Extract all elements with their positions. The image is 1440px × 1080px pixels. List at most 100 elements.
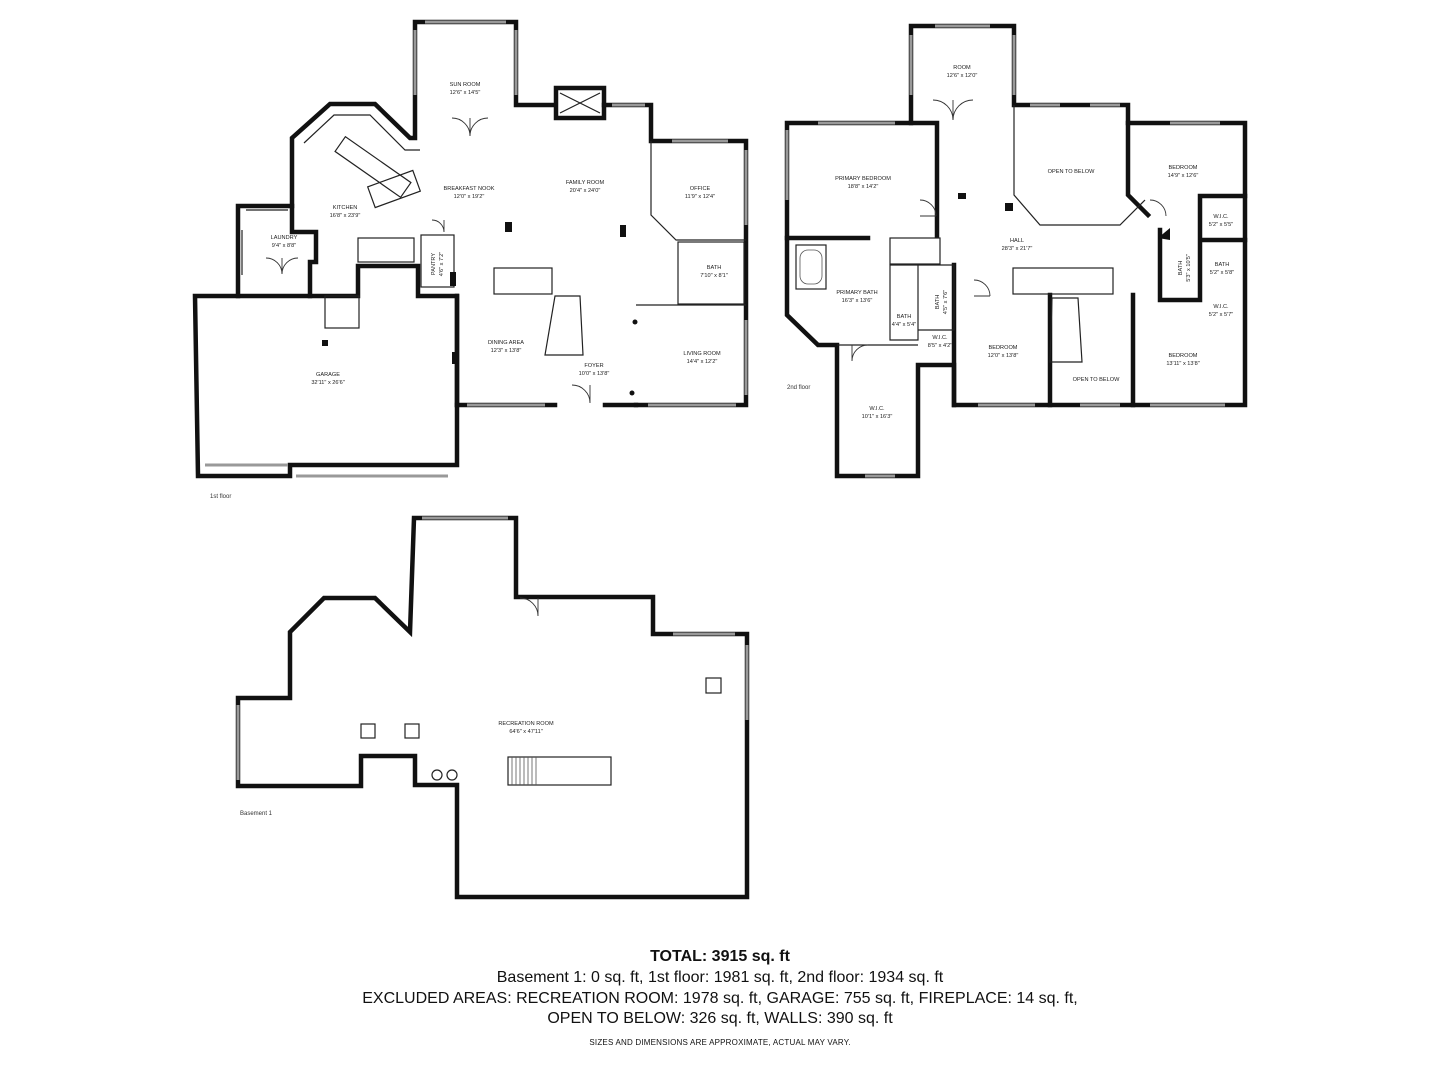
room-name: GARAGE [316, 372, 340, 378]
room-office: OFFICE 11'9" x 12'4" [685, 186, 715, 200]
room-name: LIVING ROOM [683, 351, 721, 357]
room-dimensions: 4'5" x 7'6" [943, 290, 949, 314]
total-area: TOTAL: 3915 sq. ft [650, 948, 790, 965]
room-name: W.I.C. [932, 335, 948, 341]
room-name: PANTRY [431, 253, 437, 275]
room-wic-east: W.I.C. 5'2" x 5'7" [1209, 304, 1233, 318]
room-name: ROOM [953, 65, 971, 71]
room-living-room: LIVING ROOM 14'4" x 12'2" [683, 351, 721, 365]
room-bath-first-floor: BATH 7'10" x 8'1" [700, 265, 728, 279]
room-name: BATH [1178, 261, 1184, 276]
room-dimensions: 32'11" x 26'6" [311, 380, 344, 386]
room-dimensions: 4'4" x 5'4" [892, 322, 916, 328]
floor-label-second: 2nd floor [787, 385, 810, 391]
room-name: BATH [935, 295, 941, 310]
basement-plan [235, 515, 750, 900]
room-dimensions: 10'0" x 13'8" [579, 371, 610, 377]
room-dimensions: 12'0" x 19'2" [454, 194, 485, 200]
first-floor-stairs [324, 237, 584, 356]
room-name: HALL [1010, 238, 1024, 244]
room-wic-northeast: W.I.C. 5'2" x 5'5" [1209, 214, 1233, 228]
room-dimensions: 10'1" x 16'3" [862, 414, 893, 420]
room-dimensions: 28'3" x 21'7" [1002, 246, 1033, 252]
room-bedroom-southeast: BEDROOM 13'11" x 13'8" [1166, 353, 1199, 367]
second-floor-stairs [889, 237, 1114, 363]
room-dimensions: 16'3" x 13'6" [842, 298, 873, 304]
room-dimensions: 64'6" x 47'11" [509, 729, 542, 735]
room-family-room: FAMILY ROOM 20'4" x 24'0" [566, 180, 605, 194]
room-name: W.I.C. [869, 406, 885, 412]
room-name: LAUNDRY [271, 235, 298, 241]
disclaimer: SIZES AND DIMENSIONS ARE APPROXIMATE, AC… [589, 1037, 851, 1047]
room-name: W.I.C. [1213, 214, 1229, 220]
room-dining-area: DINING AREA 12'3" x 13'8" [488, 340, 524, 354]
area-summary: TOTAL: 3915 sq. ft Basement 1: 0 sq. ft,… [0, 946, 1440, 1047]
room-breakfast-nook: BREAKFAST NOOK 12'0" x 19'2" [444, 186, 495, 200]
room-name: OFFICE [690, 186, 711, 192]
room-dimensions: 12'6" x 14'5" [450, 90, 481, 96]
room-dimensions: 14'4" x 12'2" [687, 359, 718, 365]
room-name: BREAKFAST NOOK [444, 186, 495, 192]
room-name: DINING AREA [488, 340, 524, 346]
room-name: BEDROOM [1169, 353, 1198, 359]
room-dimensions: 14'9" x 12'6" [1168, 173, 1199, 179]
room-name: SUN ROOM [450, 82, 481, 88]
room-hall: HALL 28'3" x 21'7" [1002, 238, 1033, 252]
excluded-areas-continued: OPEN TO BELOW: 326 sq. ft, WALLS: 390 sq… [547, 1010, 893, 1027]
room-dimensions: 5'3" x 10'5" [1186, 254, 1192, 282]
room-name: KITCHEN [333, 205, 358, 211]
room-bedroom-northeast: BEDROOM 14'9" x 12'6" [1168, 165, 1199, 179]
room-name: BEDROOM [1169, 165, 1198, 171]
room-open-to-below-south: OPEN TO BELOW [1073, 377, 1120, 383]
room-bath-mid: BATH 4'5" x 7'6" [935, 290, 949, 314]
room-bedroom-middle: BEDROOM 12'0" x 13'8" [988, 345, 1019, 359]
second-floor-plan [784, 23, 1248, 479]
room-wic-small: W.I.C. 8'5" x 4'2" [928, 335, 952, 349]
room-recreation-room: RECREATION ROOM 64'6" x 47'11" [498, 721, 554, 735]
room-dimensions: 5'2" x 5'7" [1209, 312, 1233, 318]
room-name: BATH [897, 314, 912, 320]
room-garage: GARAGE 32'11" x 26'6" [311, 372, 344, 386]
room-foyer: FOYER 10'0" x 13'8" [579, 363, 610, 377]
room-name: BATH [1215, 262, 1230, 268]
room-name: BEDROOM [989, 345, 1018, 351]
room-kitchen: KITCHEN 16'8" x 23'9" [330, 205, 361, 219]
room-bath-small: BATH 4'4" x 5'4" [892, 314, 916, 328]
floor-label-basement: Basement 1 [240, 811, 273, 817]
floor-areas: Basement 1: 0 sq. ft, 1st floor: 1981 sq… [496, 969, 944, 986]
room-wic-primary: W.I.C. 10'1" x 16'3" [862, 406, 893, 420]
room-dimensions: 11'9" x 12'4" [685, 194, 715, 200]
room-dimensions: 18'8" x 14'2" [848, 184, 879, 190]
room-name: OPEN TO BELOW [1073, 377, 1120, 383]
room-bath-east-small: BATH 5'2" x 5'8" [1210, 262, 1234, 276]
room-name: RECREATION ROOM [498, 721, 554, 727]
room-name: FAMILY ROOM [566, 180, 605, 186]
room-bath-east-tall: BATH 5'3" x 10'5" [1178, 254, 1192, 282]
room-dimensions: 16'8" x 23'9" [330, 213, 361, 219]
room-name: OPEN TO BELOW [1048, 169, 1095, 175]
room-sun-room: SUN ROOM 12'6" x 14'5" [450, 82, 481, 96]
room-dimensions: 13'11" x 13'8" [1166, 361, 1199, 367]
room-name: PRIMARY BEDROOM [835, 176, 891, 182]
basement-stairs [511, 757, 537, 785]
room-dimensions: 5'2" x 5'5" [1209, 222, 1233, 228]
room-name: W.I.C. [1213, 304, 1229, 310]
room-open-to-below-north: OPEN TO BELOW [1048, 169, 1095, 175]
room-dimensions: 9'4" x 8'8" [272, 243, 296, 249]
room-dimensions: 4'6" x 7'2" [439, 252, 445, 276]
room-dimensions: 7'10" x 8'1" [700, 273, 728, 279]
room-name: BATH [707, 265, 722, 271]
room-primary-bath: PRIMARY BATH 16'3" x 13'6" [836, 290, 877, 304]
floor-label-first: 1st floor [210, 494, 231, 500]
room-room-second-floor: ROOM 12'6" x 12'0" [947, 65, 978, 79]
room-laundry: LAUNDRY 9'4" x 8'8" [271, 235, 298, 249]
room-dimensions: 12'0" x 13'8" [988, 353, 1019, 359]
room-dimensions: 8'5" x 4'2" [928, 343, 952, 349]
excluded-areas: EXCLUDED AREAS: RECREATION ROOM: 1978 sq… [362, 989, 1078, 1007]
room-pantry: PANTRY 4'6" x 7'2" [431, 252, 445, 276]
room-name: FOYER [584, 363, 603, 369]
room-dimensions: 12'6" x 12'0" [947, 73, 978, 79]
room-name: PRIMARY BATH [836, 290, 877, 296]
room-dimensions: 20'4" x 24'0" [570, 188, 601, 194]
